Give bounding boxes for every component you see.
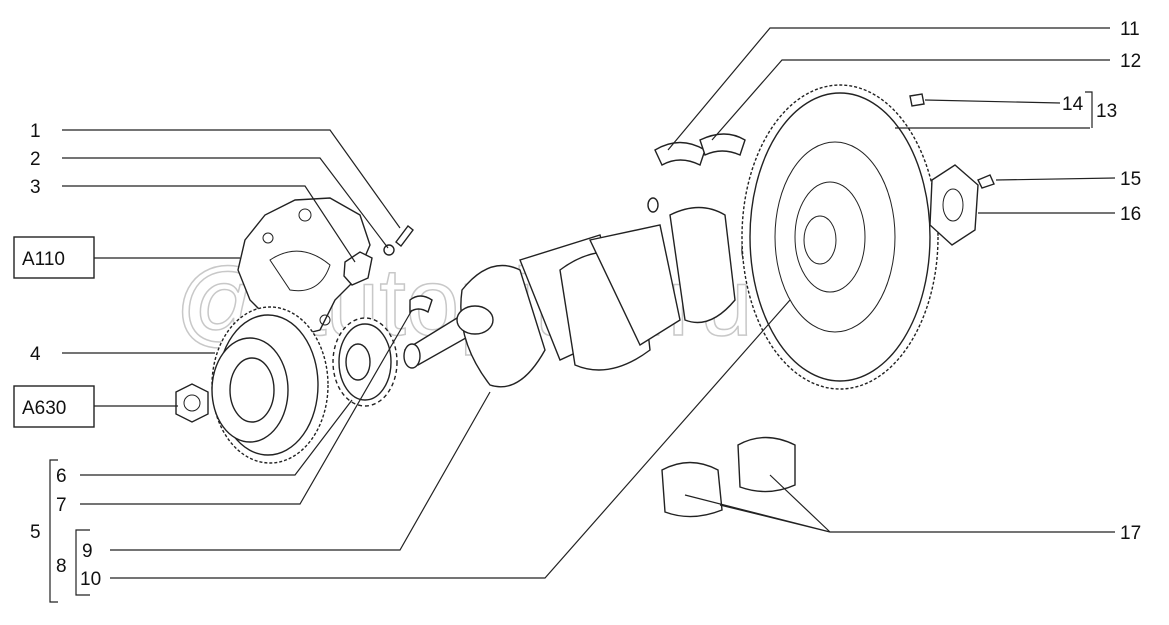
washer [383, 244, 395, 256]
thrust-half-ring-upper [654, 141, 706, 166]
dowel-pin [909, 93, 925, 107]
reference-a630[interactable]: A630 [22, 398, 66, 419]
callout-14[interactable]: 14 [1062, 94, 1084, 115]
bolt [395, 225, 414, 247]
flywheel-bolt [977, 174, 995, 189]
callout-8[interactable]: 8 [56, 556, 67, 577]
reference-box-a110[interactable] [13, 236, 95, 279]
callout-5[interactable]: 5 [30, 522, 41, 543]
pulley-nut [175, 383, 209, 423]
bushing [647, 197, 659, 213]
callout-4[interactable]: 4 [30, 344, 41, 365]
callout-3[interactable]: 3 [30, 177, 41, 198]
callout-16[interactable]: 16 [1120, 204, 1141, 225]
callout-7[interactable]: 7 [56, 495, 67, 516]
woodruff-key [409, 295, 433, 314]
callout-17[interactable]: 17 [1120, 523, 1141, 544]
flywheel [741, 84, 939, 390]
timing-cover [237, 197, 371, 336]
position-sensor [343, 251, 373, 286]
reference-box-a630[interactable] [13, 385, 95, 428]
leader-lines [49, 27, 1116, 603]
callout-2[interactable]: 2 [30, 149, 41, 170]
callout-11[interactable]: 11 [1120, 19, 1140, 40]
reference-a110[interactable]: A110 [22, 249, 65, 270]
main-bearing-shells [661, 436, 796, 518]
callout-6[interactable]: 6 [56, 466, 67, 487]
thrust-half-ring-lower [699, 133, 746, 156]
timing-sprocket [332, 317, 398, 407]
callout-1[interactable]: 1 [30, 121, 41, 142]
flywheel-washer-plate [929, 164, 979, 246]
callout-9[interactable]: 9 [82, 541, 93, 562]
callout-15[interactable]: 15 [1120, 169, 1141, 190]
callout-12[interactable]: 12 [1120, 51, 1141, 72]
callout-13[interactable]: 13 [1096, 101, 1117, 122]
callout-10[interactable]: 10 [80, 569, 101, 590]
crankshaft-pulley [211, 306, 329, 464]
